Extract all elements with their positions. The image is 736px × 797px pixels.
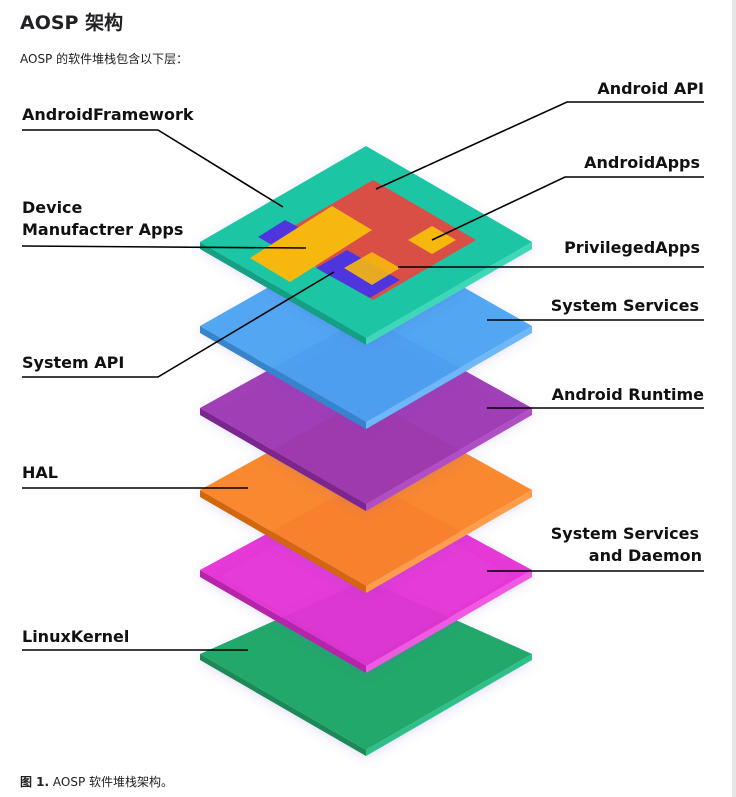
label-system-services-daemons-line2: and Daemon	[589, 546, 702, 565]
privileged-apps-block	[344, 252, 400, 285]
leader-android-framework	[22, 129, 284, 208]
figure-caption-text: AOSP 软件堆栈架构。	[49, 775, 174, 789]
label-hal: HAL	[22, 463, 58, 482]
label-linux-kernel: LinuxKernel	[22, 627, 129, 646]
leader-system-api	[22, 271, 335, 378]
manufacturer-apps-block	[250, 206, 372, 282]
label-system-services-daemons-line1: System Services	[551, 524, 699, 543]
leader-android-apps	[431, 176, 704, 241]
leader-device-manufacturer-apps	[21, 245, 307, 249]
page-scrollbar[interactable]	[732, 0, 736, 797]
aosp-stack-diagram: AndroidFramework Device Manufactrer Apps…	[21, 79, 705, 756]
label-system-api: System API	[22, 353, 124, 372]
label-android-framework: AndroidFramework	[22, 105, 194, 124]
leader-android-api	[375, 101, 704, 190]
page-title: AOSP 架构	[20, 12, 124, 34]
label-android-api: Android API	[597, 79, 704, 98]
label-android-runtime: Android Runtime	[552, 385, 705, 404]
label-android-apps: AndroidApps	[584, 153, 700, 172]
intro-text: AOSP 的软件堆栈包含以下层：	[20, 52, 189, 66]
label-system-services: System Services	[551, 296, 699, 315]
label-privileged-apps: PrivilegedApps	[564, 238, 700, 257]
figure-number: 图 1.	[20, 775, 50, 789]
label-device-manufacturer-apps-line1: Device	[22, 198, 83, 217]
figure-caption: 图 1. AOSP 软件堆栈架构。	[20, 773, 173, 790]
label-device-manufacturer-apps-line2: Manufactrer Apps	[22, 220, 183, 239]
